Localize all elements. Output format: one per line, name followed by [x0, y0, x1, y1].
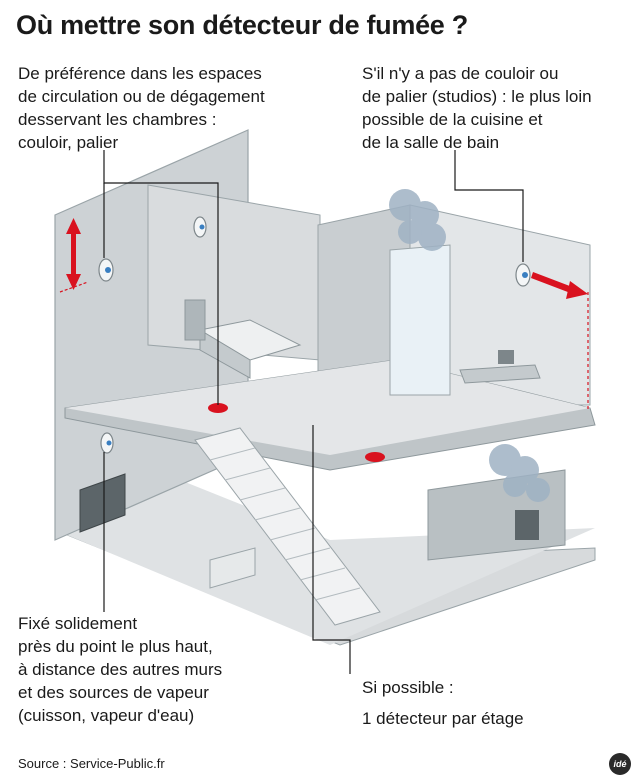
annotation-line: (cuisson, vapeur d'eau): [18, 706, 195, 725]
smoke-cloud-bathroom: [389, 189, 446, 251]
height-arrow-icon: [66, 218, 81, 290]
smoke-cloud-kitchen: [489, 444, 550, 502]
distance-arrow-icon: [531, 272, 588, 299]
staircase: [194, 427, 381, 626]
tv: [79, 473, 126, 533]
annotation-circulation: De préférence dans les espaces de circul…: [18, 62, 265, 154]
annotation-line: et des sources de vapeur: [18, 683, 209, 702]
annotation-studio: S'il n'y a pas de couloir ou de palier (…: [362, 62, 592, 154]
leader-line-studio: [454, 150, 524, 262]
sofa: [209, 547, 256, 589]
publisher-logo: idé: [609, 753, 631, 775]
smoke-detector-icon: [515, 263, 531, 287]
annotation-line: près du point le plus haut,: [18, 637, 213, 656]
desk: [459, 364, 541, 384]
annotation-per-floor: Si possible : 1 détecteur par étage: [362, 676, 524, 730]
annotation-line: de circulation ou de dégagement: [18, 87, 265, 106]
annotation-fixation: Fixé solidement près du point le plus ha…: [18, 612, 222, 727]
smoke-detector-icon: [100, 432, 114, 454]
annotation-line: possible de la cuisine et: [362, 110, 543, 129]
annotation-line: couloir, palier: [18, 133, 119, 152]
smoke-detector-icon: [98, 258, 114, 282]
annotation-line: De préférence dans les espaces: [18, 64, 262, 83]
leader-line-circulation: [103, 150, 219, 405]
annotation-line: desservant les chambres :: [18, 110, 217, 129]
smoke-detector-icon: [193, 216, 207, 238]
shower: [389, 244, 451, 396]
annotation-line: de palier (studios) : le plus loin: [362, 87, 592, 106]
annotation-line: Si possible :: [362, 678, 454, 697]
source-credit: Source : Service-Public.fr: [18, 756, 165, 771]
annotation-line: S'il n'y a pas de couloir ou: [362, 64, 559, 83]
annotation-line: 1 détecteur par étage: [362, 709, 524, 728]
ceiling-marker-upper: [208, 403, 228, 413]
annotation-line: à distance des autres murs: [18, 660, 223, 679]
annotation-line: de la salle de bain: [362, 133, 500, 152]
ceiling-marker-lower: [365, 452, 385, 462]
leader-line-per-floor: [312, 425, 351, 674]
annotation-line: Fixé solidement: [18, 614, 138, 633]
page-title: Où mettre son détecteur de fumée ?: [16, 10, 468, 40]
